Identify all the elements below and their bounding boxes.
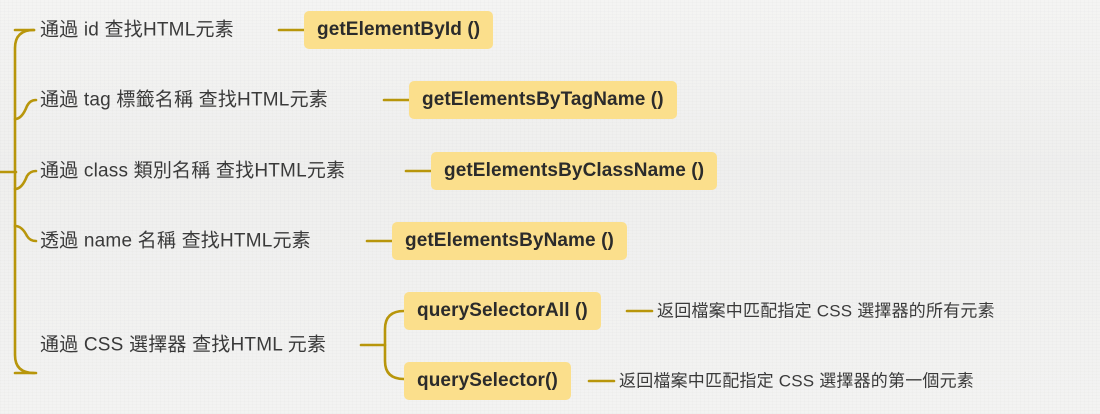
branch-label-by-id[interactable]: 通過 id 查找HTML元素: [40, 19, 234, 41]
branch-hook-by-name: [13, 224, 38, 243]
branch-label-by-css-selector[interactable]: 通過 CSS 選擇器 查找HTML 元素: [40, 334, 327, 356]
method-chip-query-selector[interactable]: querySelector(): [404, 362, 571, 400]
method-chip-get-elements-by-class-name[interactable]: getElementsByClassName (): [431, 152, 718, 190]
method-chip-query-selector-all[interactable]: querySelectorAll (): [404, 292, 601, 330]
branch-hook-by-tag: [13, 98, 38, 121]
main-brace-spine: [13, 28, 36, 375]
description-query-selector-all: 返回檔案中匹配指定 CSS 選擇器的所有元素: [657, 301, 995, 321]
description-query-selector: 返回檔案中匹配指定 CSS 選擇器的第一個元素: [619, 371, 974, 391]
method-chip-get-elements-by-name[interactable]: getElementsByName (): [392, 222, 627, 260]
method-chip-get-elements-by-tag-name[interactable]: getElementsByTagName (): [409, 81, 677, 119]
branch-label-by-tag[interactable]: 通過 tag 標籤名稱 查找HTML元素: [40, 89, 328, 111]
branch-hook-by-class: [13, 169, 38, 191]
branch-label-by-name[interactable]: 透過 name 名稱 查找HTML元素: [40, 230, 311, 252]
branch-label-by-class[interactable]: 通過 class 類別名稱 查找HTML元素: [40, 160, 346, 182]
method-chip-get-element-by-id[interactable]: getElementById (): [304, 11, 494, 49]
css-sub-spine: [383, 309, 406, 381]
